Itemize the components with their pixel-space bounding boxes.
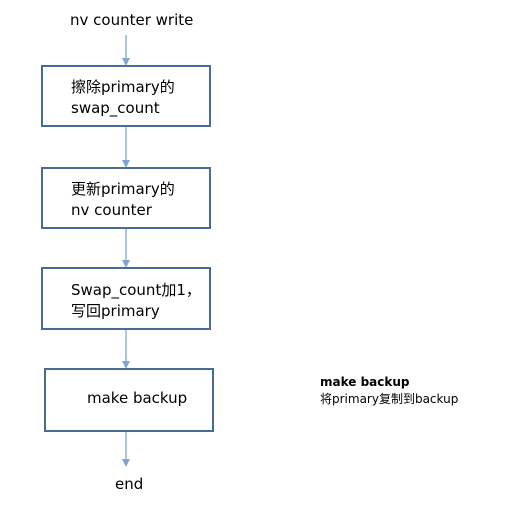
step-update-nv-counter-line1: 更新primary的 bbox=[71, 180, 175, 198]
step-increment-swap-count-line1: Swap_count加1， bbox=[71, 281, 201, 299]
step-erase-swap-count-line1: 擦除primary的 bbox=[71, 78, 175, 96]
step-update-nv-counter: 更新primary的 nv counter bbox=[41, 167, 211, 229]
start-label: nv counter write bbox=[70, 11, 194, 29]
end-label: end bbox=[115, 475, 144, 493]
step-make-backup: make backup bbox=[44, 368, 214, 432]
step-make-backup-label: make backup bbox=[87, 389, 188, 407]
step-erase-swap-count: 擦除primary的 swap_count bbox=[41, 65, 211, 127]
note-body: 将primary复制到backup bbox=[320, 392, 459, 406]
step-increment-swap-count-line2: 写回primary bbox=[71, 302, 160, 320]
step-increment-swap-count: Swap_count加1， 写回primary bbox=[41, 267, 211, 330]
note-title: make backup bbox=[320, 375, 410, 389]
step-erase-swap-count-line2: swap_count bbox=[71, 99, 160, 117]
step-update-nv-counter-line2: nv counter bbox=[71, 201, 152, 219]
